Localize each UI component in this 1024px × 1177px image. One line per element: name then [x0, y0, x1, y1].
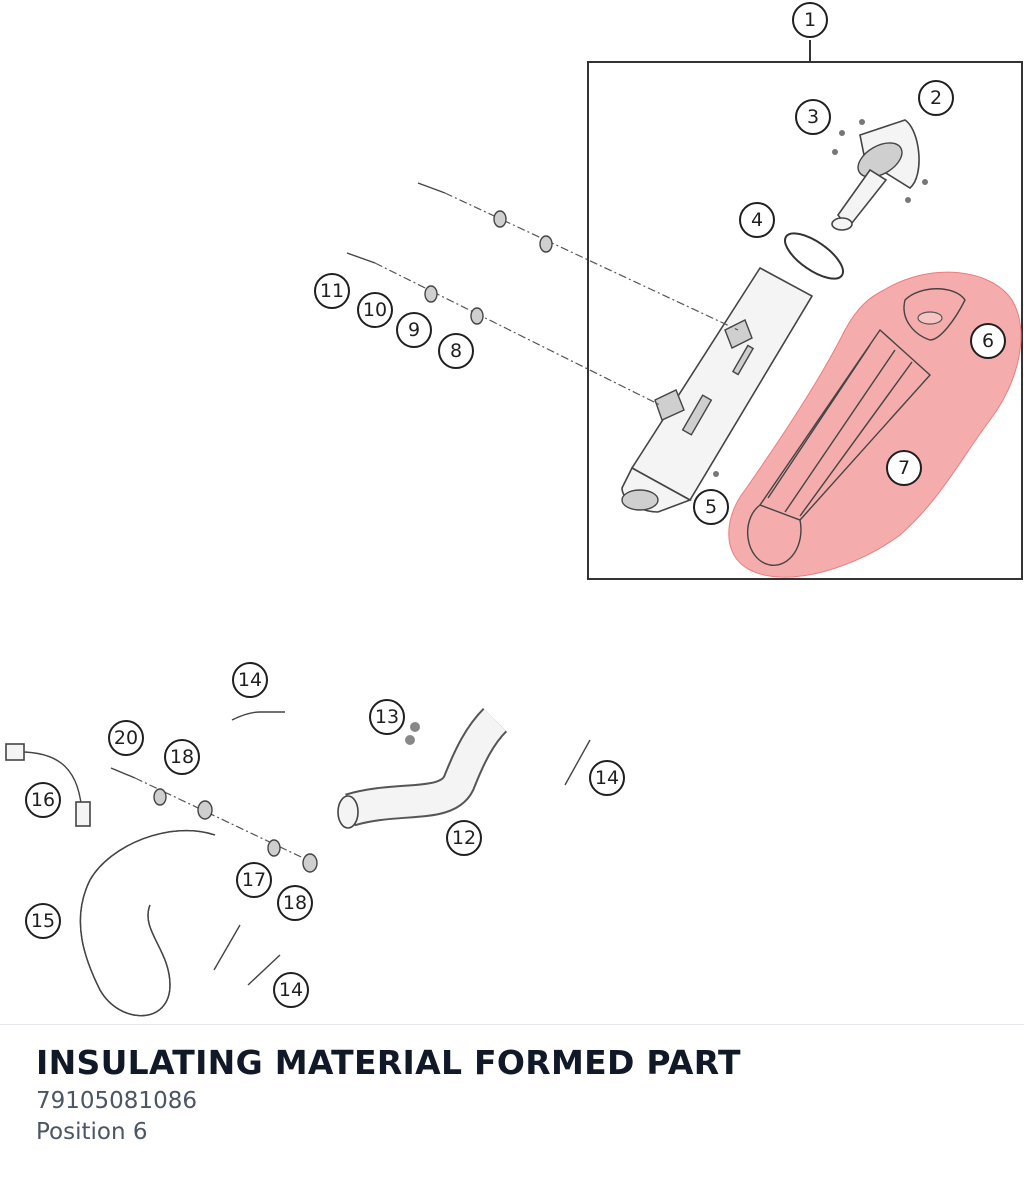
- callout-17[interactable]: 17: [236, 862, 272, 898]
- callout-14-top[interactable]: 14: [232, 662, 268, 698]
- callout-1[interactable]: 1: [792, 2, 828, 38]
- svg-text:7: 7: [898, 457, 910, 479]
- callout-2[interactable]: 2: [918, 80, 954, 116]
- svg-text:14: 14: [279, 979, 303, 1001]
- springs: [213, 711, 591, 986]
- callout-18-upper[interactable]: 18: [164, 739, 200, 775]
- exploded-parts-diagram: 1 2 3 4 5 6 7 8 9 10 11 12 13 14 14 14 1…: [5, 2, 1023, 1017]
- part-title: INSULATING MATERIAL FORMED PART: [36, 1043, 741, 1082]
- svg-text:9: 9: [408, 319, 420, 341]
- svg-text:5: 5: [705, 496, 717, 518]
- svg-text:12: 12: [452, 827, 476, 849]
- svg-text:10: 10: [363, 299, 387, 321]
- muffler-body: [621, 266, 814, 513]
- svg-text:14: 14: [238, 669, 262, 691]
- mid-pipe: [337, 707, 508, 829]
- lambda-sensor: [5, 743, 91, 827]
- svg-text:6: 6: [982, 330, 994, 352]
- svg-text:2: 2: [930, 87, 942, 109]
- callout-6[interactable]: 6: [970, 323, 1006, 359]
- svg-text:18: 18: [283, 892, 307, 914]
- callout-15[interactable]: 15: [25, 903, 61, 939]
- insulating-sleeve-drawing: [746, 288, 966, 566]
- part-info-panel: INSULATING MATERIAL FORMED PART 79105081…: [36, 1040, 996, 1148]
- svg-text:18: 18: [170, 746, 194, 768]
- svg-text:13: 13: [375, 706, 399, 728]
- callout-12[interactable]: 12: [446, 820, 482, 856]
- callout-16[interactable]: 16: [25, 782, 61, 818]
- o-ring: [784, 232, 844, 280]
- callout-20[interactable]: 20: [108, 720, 144, 756]
- part-number: 79105081086: [36, 1088, 197, 1114]
- callout-13[interactable]: 13: [369, 699, 405, 735]
- muffler-group-frame: [587, 61, 1023, 580]
- callout-5[interactable]: 5: [693, 489, 729, 525]
- svg-text:8: 8: [450, 340, 462, 362]
- svg-text:15: 15: [31, 910, 55, 932]
- callout-8[interactable]: 8: [438, 333, 474, 369]
- svg-text:1: 1: [804, 9, 816, 31]
- callout-18-lower[interactable]: 18: [277, 885, 313, 921]
- part-position: Position 6: [36, 1119, 148, 1145]
- callout-14-bottom[interactable]: 14: [273, 972, 309, 1008]
- callout-10[interactable]: 10: [357, 292, 393, 328]
- svg-text:20: 20: [114, 727, 138, 749]
- callout-3[interactable]: 3: [795, 99, 831, 135]
- divider: [0, 1024, 1024, 1025]
- callout-11[interactable]: 11: [314, 273, 350, 309]
- svg-text:11: 11: [320, 280, 344, 302]
- svg-text:14: 14: [595, 767, 619, 789]
- header-pipe: [79, 829, 216, 1017]
- highlighted-insulating-part[interactable]: [728, 271, 1022, 578]
- callout-4[interactable]: 4: [739, 202, 775, 238]
- callout-7[interactable]: 7: [886, 450, 922, 486]
- callout-14-right[interactable]: 14: [589, 760, 625, 796]
- callout-9[interactable]: 9: [396, 312, 432, 348]
- svg-text:3: 3: [807, 106, 819, 128]
- header-bolts: [110, 722, 420, 873]
- svg-text:4: 4: [751, 209, 763, 231]
- svg-text:17: 17: [242, 869, 266, 891]
- svg-text:16: 16: [31, 789, 55, 811]
- end-cap: [831, 119, 920, 231]
- mounting-bolts: [346, 182, 739, 406]
- screws-small: [713, 119, 928, 477]
